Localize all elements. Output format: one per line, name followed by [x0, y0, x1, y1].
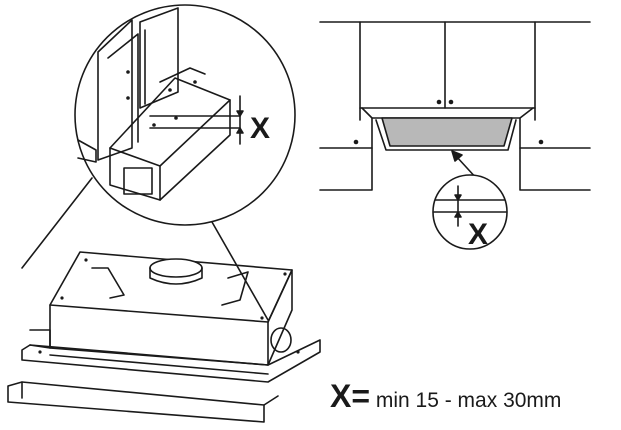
cabinet-knobs	[353, 99, 544, 145]
hood-body-top	[109, 77, 231, 149]
detail-pointer-arrowhead	[451, 150, 463, 162]
internal-bracket-left	[91, 267, 125, 299]
hood-bezel	[375, 119, 517, 151]
hood-rivets	[38, 258, 300, 354]
cabinet-panel-inner	[107, 33, 139, 143]
formula-range: min 15 - max 30mm	[370, 389, 562, 412]
hood-right-side	[519, 107, 591, 191]
left-detail-circle	[74, 4, 296, 226]
dimension-arrow-top	[454, 194, 462, 201]
cabinet-hood-view	[319, 21, 591, 191]
dimension-formula: X= min 15 - max 30mm	[330, 378, 561, 415]
left-dim-arrow-top	[236, 110, 244, 117]
connector-line-left	[21, 177, 93, 269]
x-label-right: X	[468, 218, 488, 251]
mount-bracket-top	[159, 67, 206, 83]
cabinet-panel-side	[139, 7, 179, 109]
screw-dots	[126, 70, 197, 127]
detail-target-ring	[270, 327, 292, 353]
dimension-arrow-bottom	[454, 211, 462, 218]
bracket	[77, 139, 97, 163]
motor-fan-top	[149, 258, 203, 278]
hood-perspective-view	[7, 251, 321, 423]
cabinet-panel-back	[97, 19, 133, 161]
x-label-left: X	[250, 112, 270, 145]
motor-fan-body	[149, 267, 203, 285]
hood-duct-opening	[123, 167, 153, 195]
left-dim-arrow-bottom	[236, 127, 244, 134]
hood-left-side	[319, 107, 373, 191]
hood-lower-rail	[21, 339, 321, 383]
panel-side-edge	[263, 395, 279, 406]
hood-right-face	[267, 269, 293, 366]
right-detail-circle	[432, 174, 508, 250]
hood-filter-panel	[381, 117, 513, 147]
connector-line-right	[211, 221, 269, 321]
telescopic-front-panel	[7, 381, 265, 423]
internal-bracket-right	[221, 271, 249, 306]
hood-body-side	[159, 99, 231, 201]
rail-inner-line	[49, 354, 269, 375]
formula-symbol: X=	[330, 378, 371, 414]
